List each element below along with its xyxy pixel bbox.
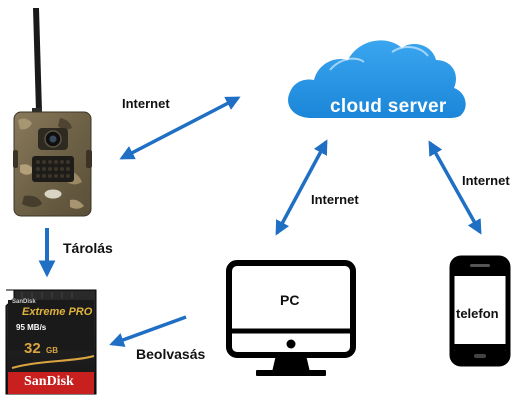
sd-brand-top: SanDisk [12,299,36,305]
arrow-camera-cloud [119,96,241,160]
sd-speed: 95 MB/s [16,323,47,332]
cloud-icon [288,40,466,118]
edge-label-pc-cloud: Internet [311,192,359,207]
edge-label-sd-pc: Beolvasás [136,346,206,362]
monitor-icon [226,260,356,376]
sd-capacity-unit: GB [46,346,58,355]
sd-brand: SanDisk [24,374,74,389]
sd-card-icon [5,289,97,395]
arrow-phone-cloud [428,140,482,235]
sd-product: Extreme PRO [22,306,93,318]
pc-label: PC [280,292,300,308]
arrow-sd-pc [109,315,187,347]
edge-label-camera-cloud: Internet [122,96,170,111]
sd-capacity: 32 [24,340,41,357]
cloud-server-label: cloud server [330,96,447,117]
edge-label-camera-sd: Tárolás [63,240,113,256]
phone-label: telefon [456,306,499,321]
smartphone-icon [449,255,511,367]
edge-label-phone-cloud: Internet [462,173,510,188]
arrow-pc-cloud [275,139,328,236]
trail-camera-icon [13,8,92,217]
